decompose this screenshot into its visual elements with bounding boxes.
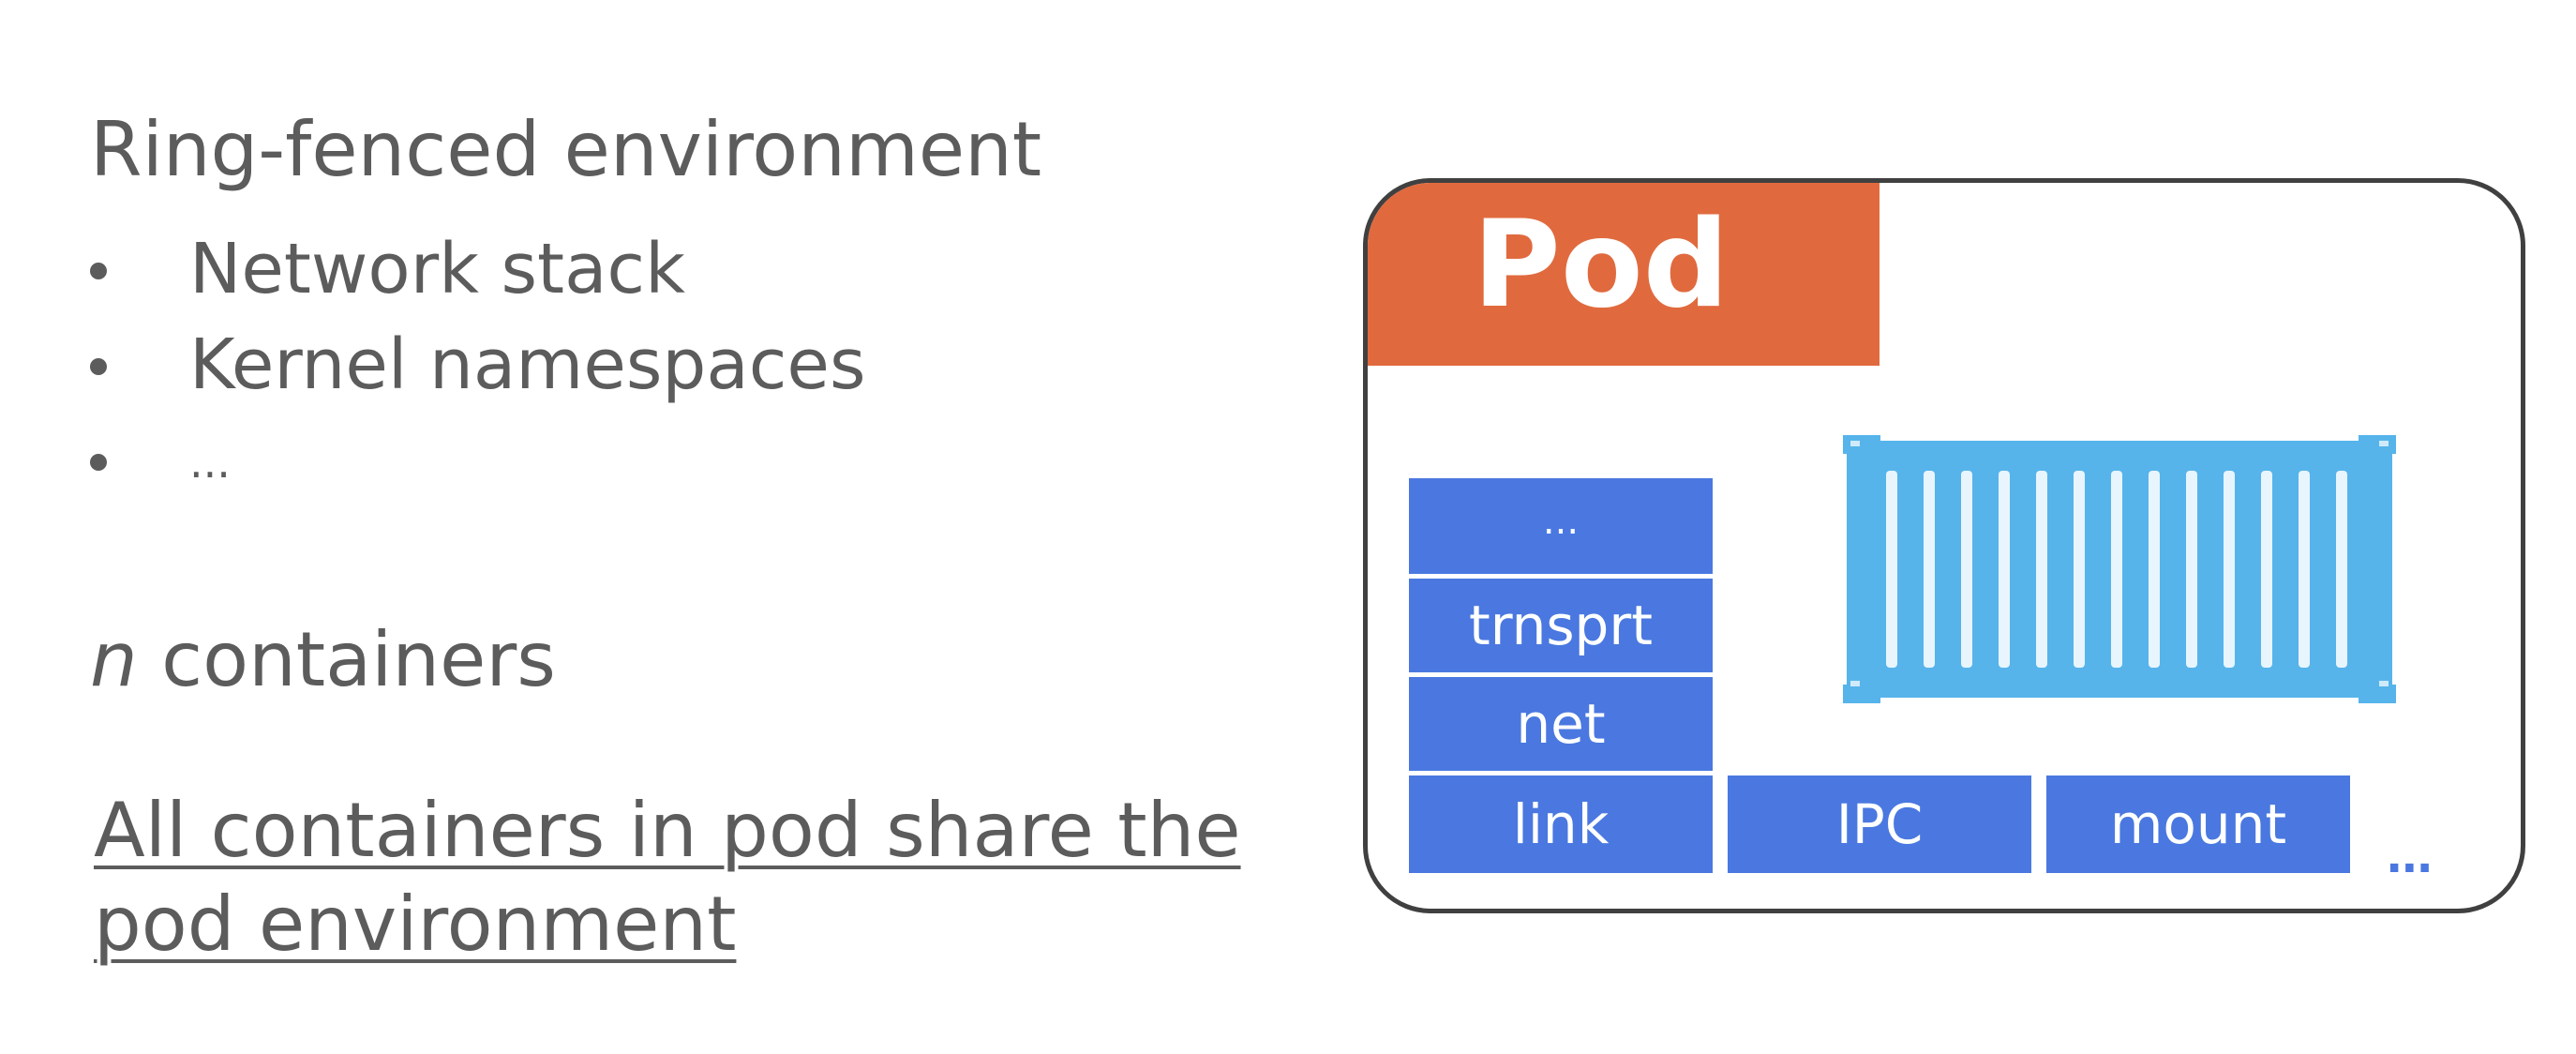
containers-label: containers [161,616,556,703]
stack-layer-transport: trnsprt [1409,579,1713,672]
bullet-text: Kernel namespaces [189,324,866,405]
containers-line: n containers [90,623,556,698]
share-statement: All containers in pod share the pod envi… [94,787,1241,968]
bullet-dot-icon [90,358,107,375]
stack-layer-ellipsis: ... [1409,478,1713,574]
namespace-ipc: IPC [1728,775,2031,873]
bullet-text: ... [189,437,231,488]
pod-tab: Pod [1368,183,1880,366]
stack-layer-net: net [1409,677,1713,771]
containers-count-variable: n [90,616,138,703]
namespace-mount: mount [2046,775,2350,873]
bullet-text: Network stack [189,229,685,309]
heading: Ring-fenced environment [90,106,1042,193]
shipping-container-icon [1843,435,2396,703]
bullet-dot-icon [90,454,107,471]
bullet-dot-icon [90,263,107,279]
stack-layer-link: link [1409,775,1713,873]
more-namespaces-indicator: ... [2386,831,2434,883]
pod-title: Pod [1473,195,1730,335]
